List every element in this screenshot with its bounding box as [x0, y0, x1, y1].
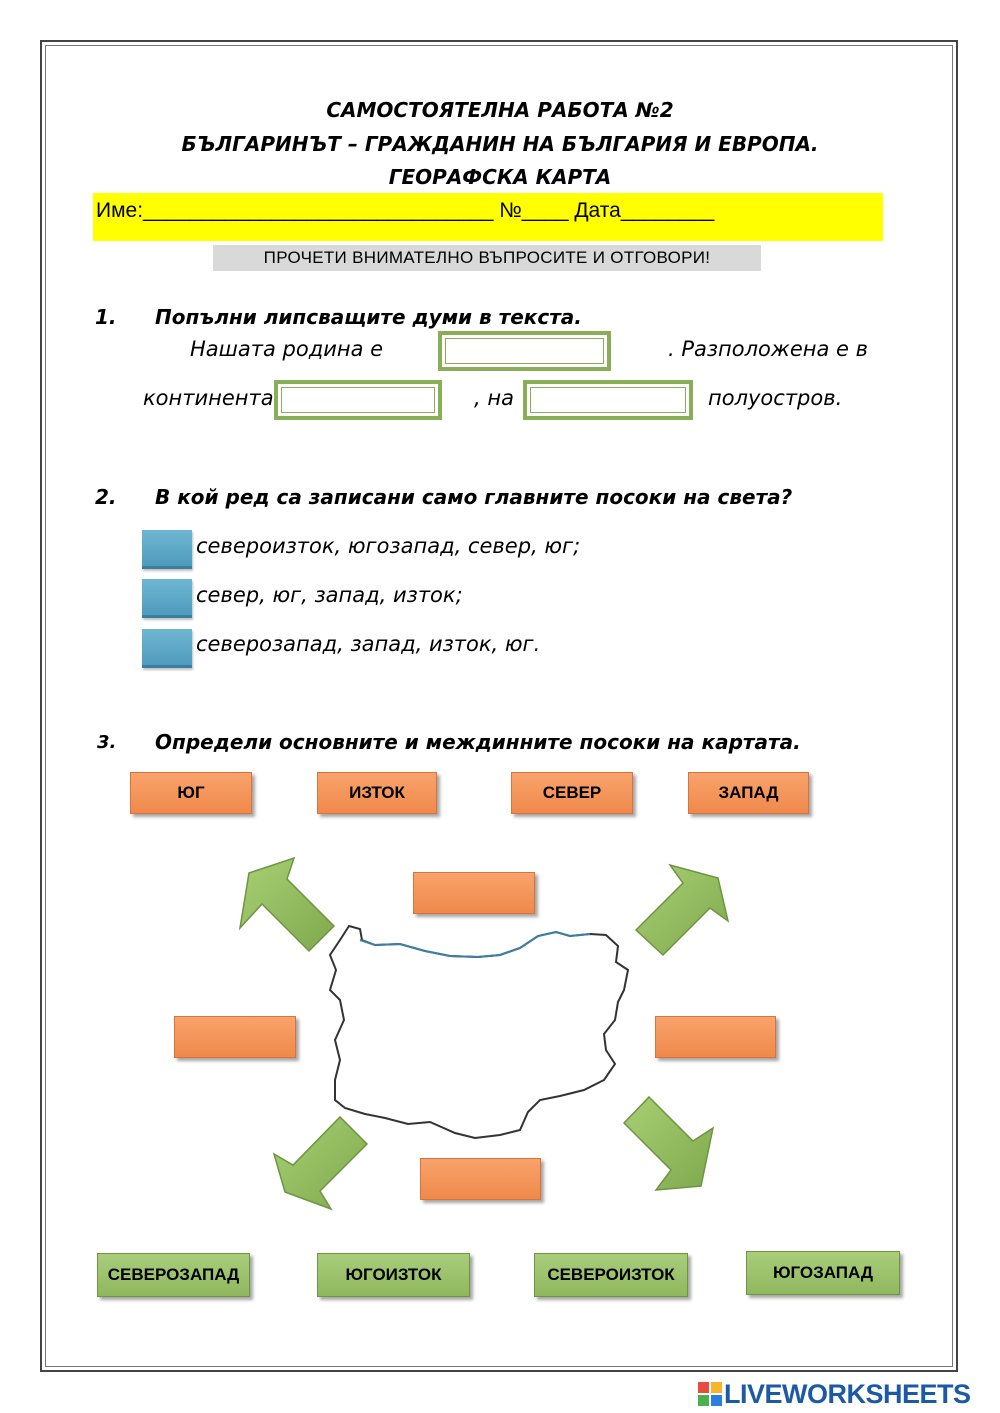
direction-option-north[interactable]: СЕВЕР: [511, 772, 633, 814]
q2-option-1-label: североизток, югозапад, север, юг;: [196, 534, 581, 558]
q2-text: В кой ред са записани само главните посо…: [155, 485, 793, 509]
title-line-1: САМОСТОЯТЕЛНА РАБОТА №2: [326, 98, 674, 122]
name-bar: Име:______________________________ №____…: [93, 193, 883, 241]
q2-option-3-label: северозапад, запад, изток, юг.: [196, 632, 541, 656]
direction-option-south[interactable]: ЮГ: [130, 772, 252, 814]
liveworksheets-logo-text: LIVEWORKSHEETS: [724, 1378, 971, 1409]
q1-answer-country[interactable]: [438, 331, 611, 371]
map-answer-east[interactable]: [655, 1016, 776, 1058]
q2-number: 2.: [95, 485, 117, 509]
q2-option-2-label: север, юг, запад, изток;: [196, 583, 463, 607]
q1-part1: Нашата родина е: [190, 337, 384, 361]
bulgaria-map-outline: [328, 924, 630, 1140]
direction-option-west[interactable]: ЗАПАД: [688, 772, 809, 814]
liveworksheets-logo: LIVEWORKSHEETS: [698, 1378, 971, 1409]
liveworksheets-logo-icon: [698, 1382, 722, 1406]
instruction-banner: ПРОЧЕТИ ВНИМАТЕЛНО ВЪПРОСИТЕ И ОТГОВОРИ!: [213, 245, 761, 271]
q1-part3: континента: [143, 386, 274, 410]
q2-option-3-checkbox[interactable]: [142, 629, 192, 668]
title-line-3: ГЕОРАФСКА КАРТА: [388, 165, 612, 189]
q1-part4: , на: [474, 386, 514, 410]
q2-option-1-checkbox[interactable]: [142, 530, 192, 569]
q3-text: Определи основните и междинните посоки н…: [155, 730, 801, 754]
arrow-southwest-icon: [272, 1115, 369, 1211]
q1-text: Попълни липсващите думи в текста.: [155, 305, 582, 329]
name-date-line: Име:______________________________ №____…: [96, 199, 715, 222]
q1-answer-peninsula[interactable]: [523, 380, 693, 420]
q1-answer-continent[interactable]: [274, 380, 442, 420]
map-answer-north[interactable]: [413, 872, 535, 914]
q1-part5: полуостров.: [708, 386, 843, 410]
q2-option-2-checkbox[interactable]: [142, 579, 192, 618]
arrow-southeast-icon: [622, 1095, 715, 1191]
page-border-inner: [45, 45, 953, 1367]
page-border-outer: [40, 40, 958, 1372]
direction-option-east[interactable]: ИЗТОК: [317, 772, 437, 814]
arrow-northwest-icon: [238, 856, 336, 953]
arrow-northeast-icon: [634, 863, 730, 957]
direction-option-southeast[interactable]: ЮГОИЗТОК: [317, 1253, 470, 1297]
direction-option-northwest[interactable]: СЕВЕРОЗАПАД: [97, 1253, 250, 1297]
q1-number: 1.: [95, 305, 117, 329]
q1-part2: . Разположена е в: [668, 337, 868, 361]
q3-number: 3.: [97, 732, 117, 753]
direction-option-northeast[interactable]: СЕВЕРОИЗТОК: [534, 1253, 688, 1297]
title-line-2: БЪЛГАРИНЪТ – ГРАЖДАНИН НА БЪЛГАРИЯ И ЕВР…: [181, 132, 819, 156]
map-answer-south[interactable]: [420, 1158, 541, 1200]
direction-option-southwest[interactable]: ЮГОЗАПАД: [746, 1251, 900, 1295]
map-answer-west[interactable]: [174, 1016, 296, 1058]
map-diagram: [238, 856, 730, 1211]
